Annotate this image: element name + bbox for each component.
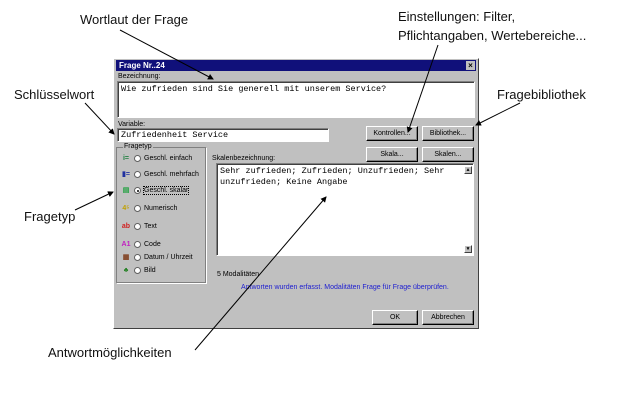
- bezeichnung-label: Bezeichnung:: [118, 73, 161, 80]
- fragetyp-label: Fragetyp: [123, 143, 153, 150]
- fragetyp-option[interactable]: ♣ Bild: [121, 266, 156, 275]
- multi-list-icon: ▮=: [122, 171, 130, 178]
- list-icon: i=: [122, 155, 130, 162]
- option-label: Numerisch: [144, 205, 178, 212]
- abbrechen-button[interactable]: Abbrechen: [422, 310, 474, 325]
- arrow-fragebibliothek: [475, 102, 521, 126]
- variable-input[interactable]: Zufriedenheit Service: [117, 128, 329, 142]
- arrow-antwort: [194, 196, 327, 351]
- fragetyp-option[interactable]: ▦ Datum / Uhrzeit: [121, 253, 193, 262]
- fragetyp-option[interactable]: i= Geschl. einfach: [121, 154, 192, 163]
- fragetyp-option[interactable]: 4⁵ Numerisch: [121, 204, 177, 213]
- option-label: Geschl. einfach: [144, 155, 193, 162]
- modalitaeten-count: 5 Modalitäten: [217, 271, 260, 278]
- annotation-antwort: Antwortmöglichkeiten: [48, 345, 172, 360]
- arrow-einstellungen: [406, 44, 439, 133]
- radio-button[interactable]: [134, 187, 141, 194]
- annotation-einstellungen-2: Pflichtangaben, Wertebereiche...: [398, 28, 587, 43]
- radio-button[interactable]: [134, 205, 141, 212]
- fragetyp-option[interactable]: ▤ Geschl. skalar: [121, 186, 190, 195]
- scale-icon: ▤: [122, 187, 130, 194]
- annotation-schluesselwort: Schlüsselwort: [14, 87, 95, 102]
- radio-button[interactable]: [134, 267, 141, 274]
- option-label: Datum / Uhrzeit: [144, 254, 193, 261]
- bibliothek-button[interactable]: Bibliothek...: [422, 126, 474, 141]
- arrow-wortlaut: [119, 29, 214, 80]
- skalen-button[interactable]: Skalen...: [422, 147, 474, 162]
- annotation-fragetyp: Fragetyp: [24, 209, 76, 224]
- radio-button[interactable]: [134, 171, 141, 178]
- hint-text: Antworten wurden erfasst. Modalitäten Fr…: [241, 284, 449, 291]
- annotation-einstellungen: Einstellungen: Filter,: [398, 9, 516, 24]
- radio-button[interactable]: [134, 223, 141, 230]
- variable-label: Variable:: [118, 121, 146, 128]
- option-label: Code: [144, 241, 161, 248]
- radio-button[interactable]: [134, 241, 141, 248]
- radio-button[interactable]: [134, 155, 141, 162]
- fragetyp-group: Fragetyp i= Geschl. einfach ▮= Geschl. mehr…: [116, 143, 206, 283]
- fragetyp-option[interactable]: ▮= Geschl. mehrfach: [121, 170, 199, 179]
- scroll-down-icon[interactable]: ▼: [464, 245, 472, 253]
- code-icon: A1: [121, 241, 131, 248]
- annotation-fragebibliothek: Fragebibliothek: [497, 87, 586, 102]
- fragetyp-option[interactable]: A1 Code: [121, 240, 161, 249]
- calendar-icon: ▦: [122, 254, 130, 261]
- fragetyp-option[interactable]: ab Text: [121, 222, 157, 231]
- arrow-schluesselwort: [84, 102, 115, 135]
- text-icon: ab: [121, 223, 131, 230]
- option-label: Text: [144, 223, 157, 230]
- skala-button[interactable]: Skala...: [366, 147, 418, 162]
- annotation-wortlaut: Wortlaut der Frage: [80, 12, 189, 27]
- title-bar: Frage Nr..24 ×: [116, 60, 476, 71]
- scroll-up-icon[interactable]: ▲: [464, 166, 472, 174]
- ok-button[interactable]: OK: [372, 310, 418, 325]
- arrow-fragetyp: [74, 191, 114, 211]
- option-label: Bild: [144, 267, 156, 274]
- option-label: Geschl. mehrfach: [144, 171, 199, 178]
- kontrollen-button[interactable]: Kontrollen...: [366, 126, 418, 141]
- skalen-label: Skalenbezeichnung:: [212, 155, 276, 162]
- radio-button[interactable]: [134, 254, 141, 261]
- image-icon: ♣: [123, 267, 129, 274]
- number-icon: 4⁵: [122, 205, 130, 212]
- skalen-textarea[interactable]: Sehr zufrieden; Zufrieden; Unzufrieden; …: [216, 163, 474, 256]
- option-label: Geschl. skalar: [142, 186, 190, 195]
- skalen-value: Sehr zufrieden; Zufrieden; Unzufrieden; …: [220, 166, 445, 187]
- close-icon[interactable]: ×: [466, 61, 475, 70]
- dialog-title: Frage Nr..24: [119, 61, 165, 70]
